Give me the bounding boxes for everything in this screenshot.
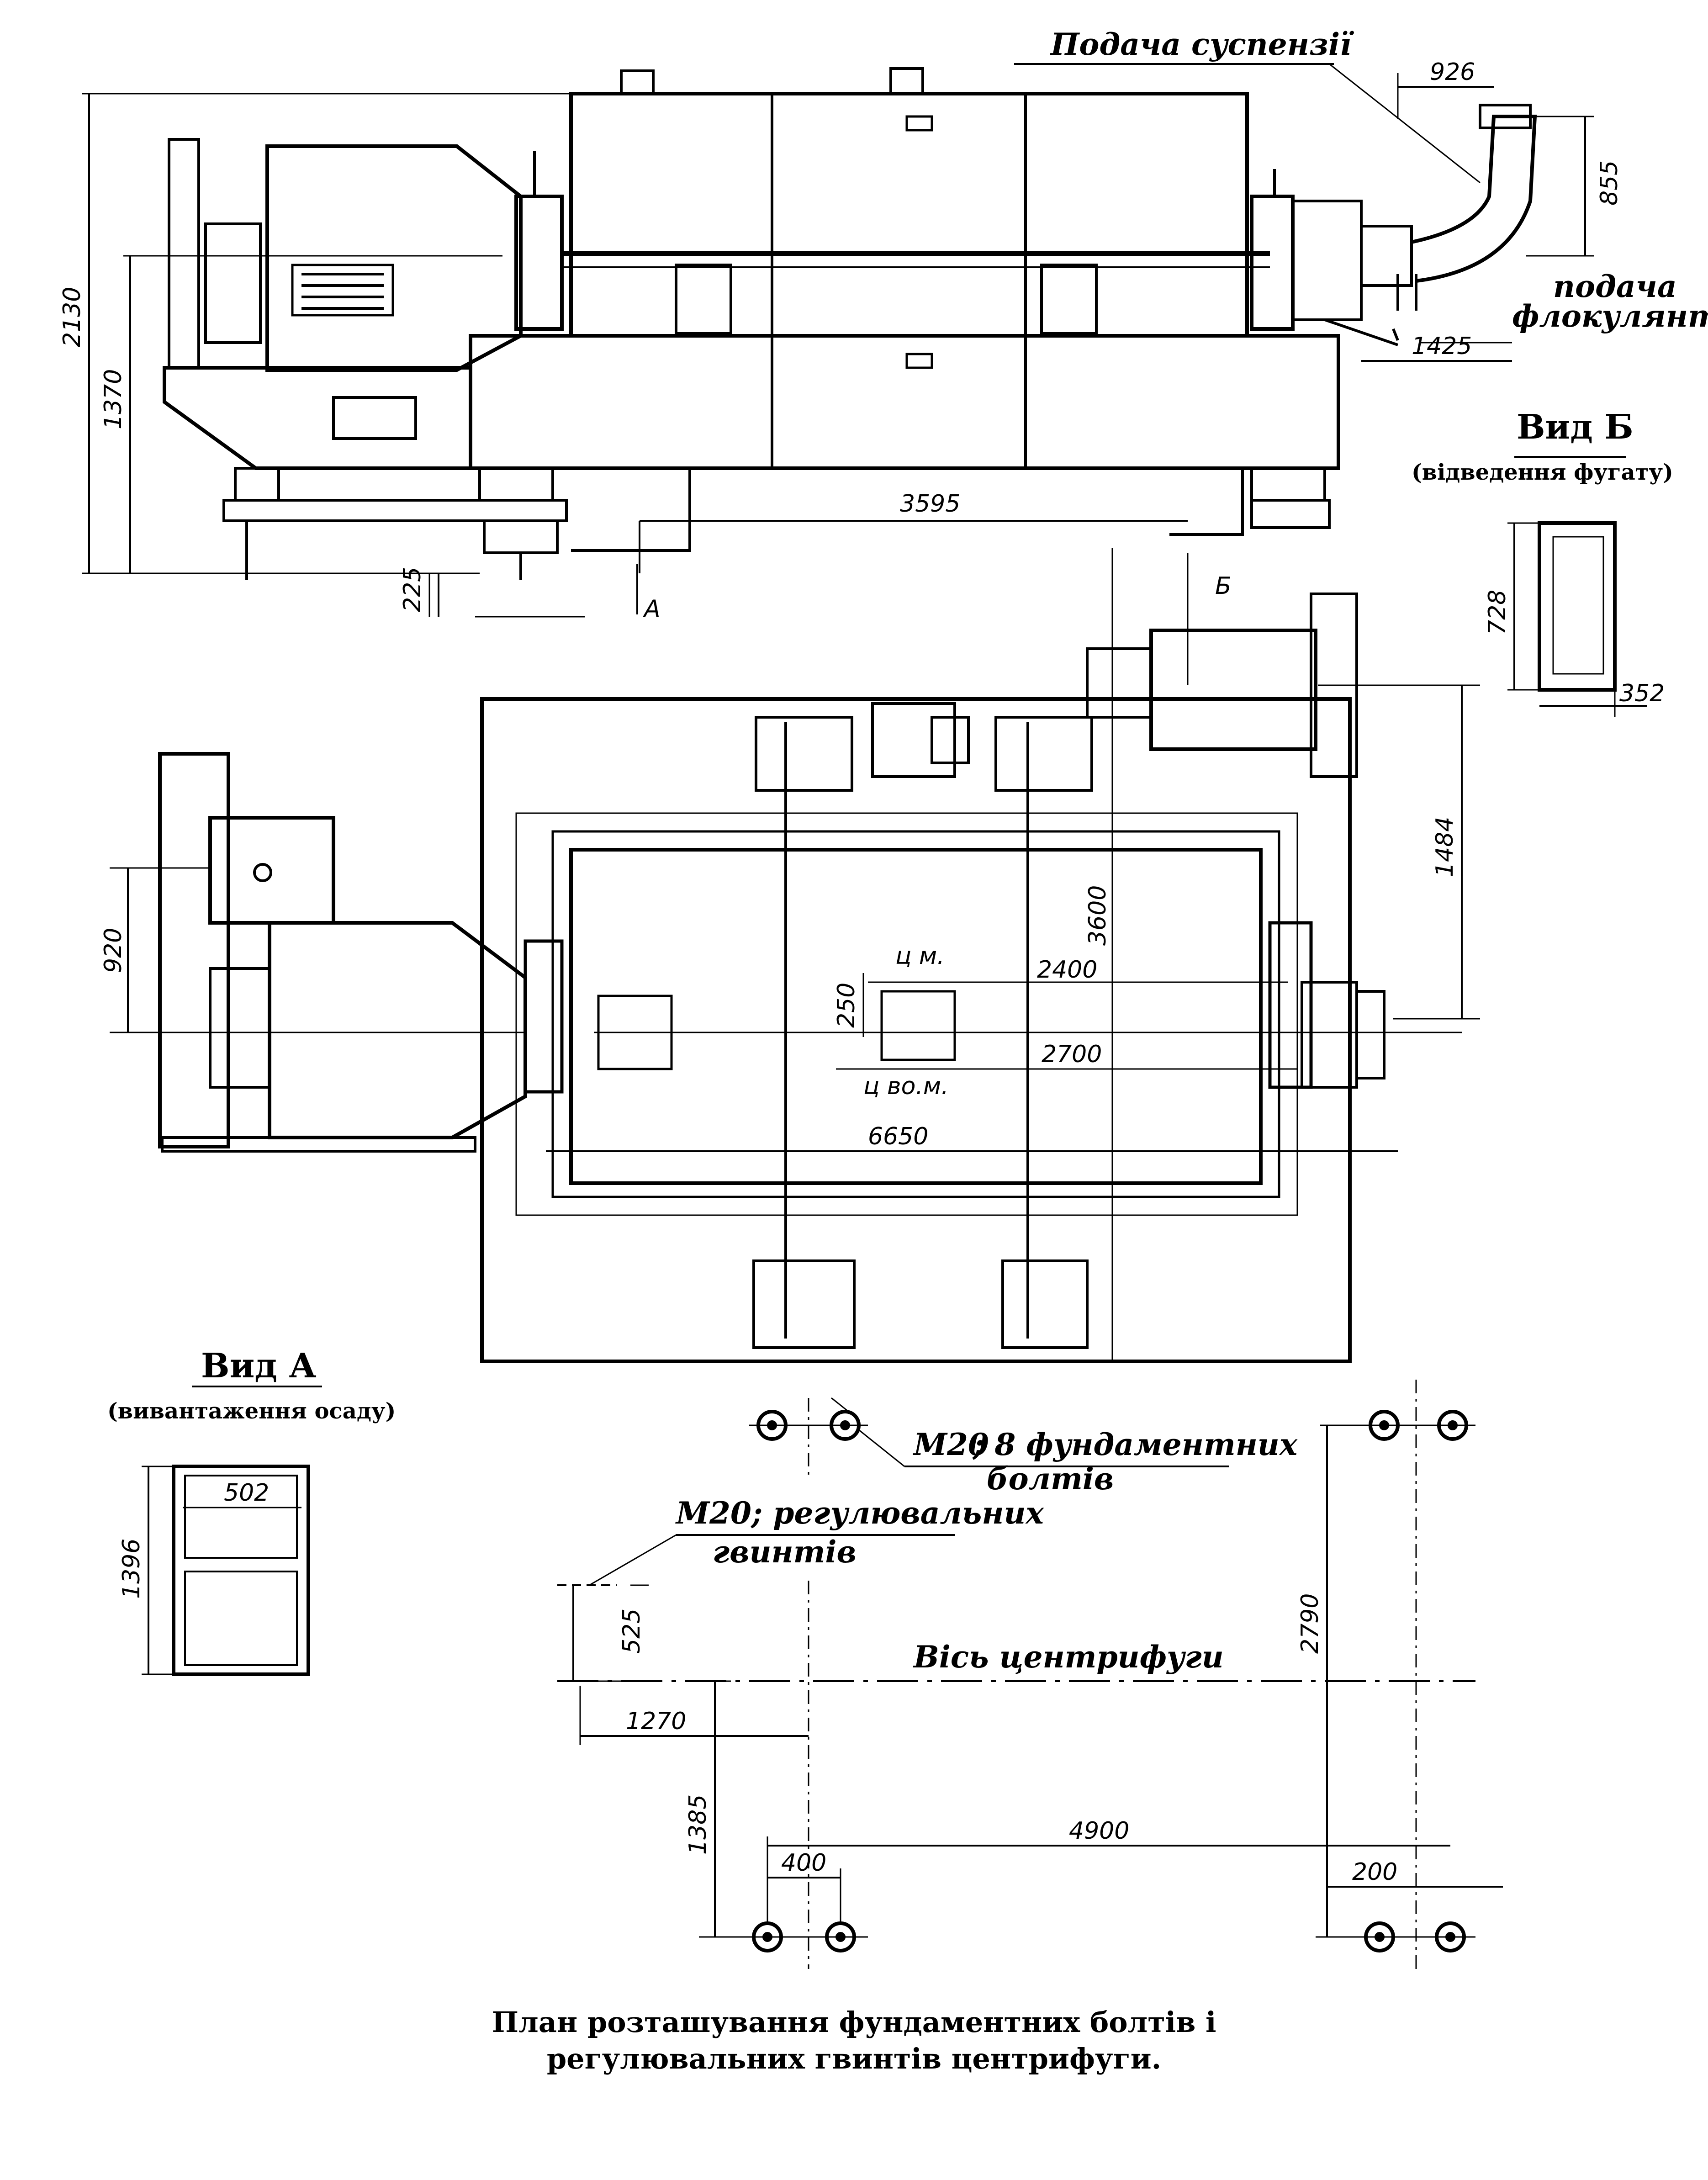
dim-2790: 2790: [1296, 1593, 1324, 1654]
dim-1425: 1425: [1412, 333, 1472, 360]
centrifuge-axis-label: Вісь центрифуги: [913, 1639, 1224, 1675]
plan-view: [110, 548, 1480, 1363]
dim-3595: 3595: [900, 490, 960, 518]
dim-3600: 3600: [1084, 885, 1111, 946]
flocculant-feed-label-1: подача: [1553, 269, 1677, 304]
side-elevation: [82, 63, 1594, 618]
dim-855: 855: [1596, 160, 1623, 206]
dim-400: 400: [781, 1849, 826, 1877]
view-b-frame: [1538, 521, 1617, 692]
dim-502: 502: [224, 1479, 269, 1507]
dim-200: 200: [1352, 1858, 1397, 1886]
caption-line-2: регулювальних гвинтів центрифуги.: [546, 2042, 1162, 2075]
dim-1396: 1396: [118, 1539, 145, 1599]
view-a: [142, 1386, 322, 1676]
dim-1385: 1385: [684, 1794, 712, 1855]
plan-inner-frame: [569, 848, 1263, 1185]
dim-2130: 2130: [58, 287, 86, 347]
dim-525: 525: [618, 1609, 645, 1654]
dim-6650: 6650: [868, 1123, 928, 1150]
dim-1370: 1370: [100, 369, 127, 429]
view-b-subtitle: (відведення фугату): [1412, 460, 1673, 485]
suspension-feed-label: Подача суспензії: [1050, 26, 1354, 62]
motor-housing: [265, 144, 523, 372]
foundation-bolts-label-1: ; 8 фундаментних: [972, 1427, 1298, 1462]
lower-casing: [469, 334, 1340, 470]
flocculant-feed-label-2: флокулянта: [1512, 298, 1708, 334]
dim-4900: 4900: [1069, 1817, 1129, 1845]
foundation-bolts-label-2: болтів: [987, 1461, 1114, 1497]
dim-926: 926: [1430, 58, 1475, 86]
dim-250: 250: [833, 983, 860, 1028]
view-a-title: Вид А: [201, 1346, 317, 1386]
suspension-feed-pipe: [1411, 115, 1537, 283]
dim-2400: 2400: [1037, 956, 1097, 984]
mass-center-label: ц м.: [895, 942, 945, 970]
dim-920: 920: [100, 928, 127, 973]
view-a-frame: [172, 1465, 310, 1676]
view-a-arrow-label: А: [643, 595, 661, 623]
adjust-screws-label-1: M20; регулювальних: [675, 1495, 1044, 1531]
dim-2700: 2700: [1042, 1041, 1102, 1068]
dim-1484: 1484: [1431, 817, 1459, 877]
dim-352: 352: [1619, 680, 1665, 707]
caption-line-1: План розташування фундаментних болтів і: [492, 2005, 1216, 2039]
adjust-screws-label-2: гвинтів: [713, 1534, 857, 1570]
view-b-title: Вид Б: [1517, 407, 1634, 447]
view-b-arrow-label: Б: [1215, 572, 1232, 600]
bolt-size-label: M20: [913, 1427, 989, 1462]
bolt-plan: [557, 1380, 1503, 1969]
view-a-subtitle: (вивантаження осаду): [107, 1398, 396, 1424]
motor-nameplate: [291, 264, 394, 317]
dim-225: 225: [399, 567, 426, 612]
water-mass-center-label: ц во.м.: [863, 1073, 949, 1100]
view-b: [1507, 456, 1647, 717]
dim-1270: 1270: [626, 1708, 686, 1735]
dim-728: 728: [1484, 590, 1511, 635]
plan-frame: [480, 697, 1352, 1363]
